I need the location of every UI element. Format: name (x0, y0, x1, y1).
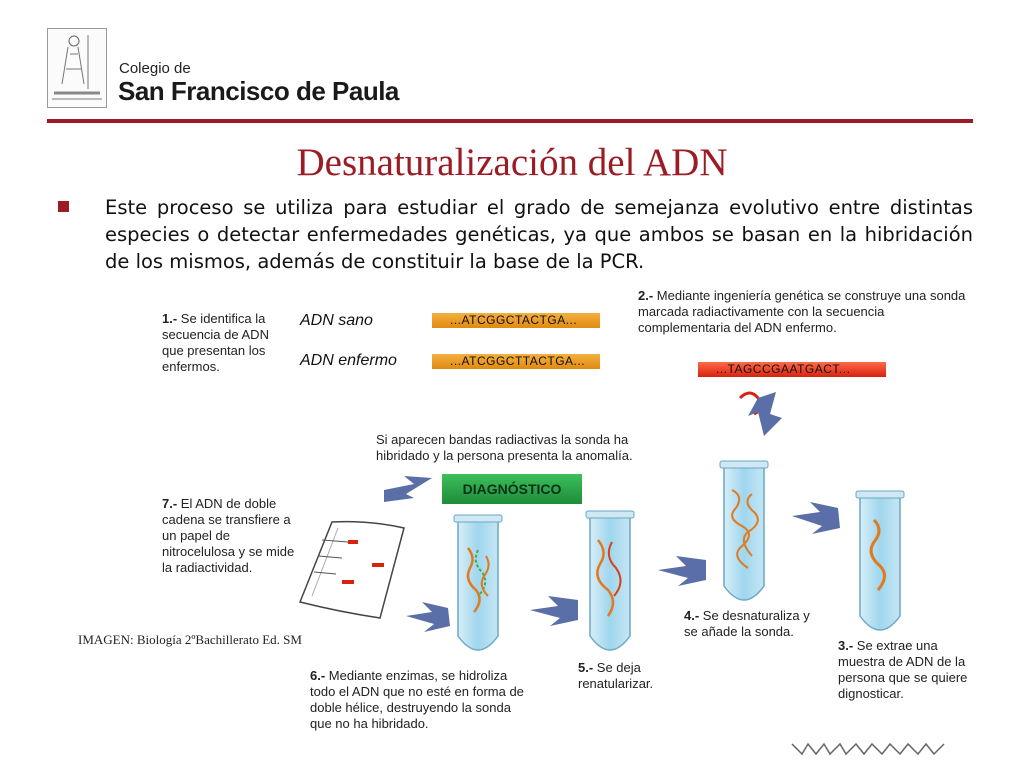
step-number: 7.- (162, 496, 178, 511)
step-text: Se identifica la secuencia de ADN que pr… (162, 311, 269, 374)
probe-sequence: ...TAGCCGAATGACT... (698, 362, 886, 377)
saint-figure-icon (52, 35, 102, 100)
adn-sano-sequence: ...ATCGGCTACTGA... (432, 313, 600, 328)
arrow-left-icon (792, 502, 840, 534)
school-logo (47, 28, 107, 108)
step-text: Mediante enzimas, se hidroliza todo el A… (310, 668, 524, 731)
step-7-label: 7.- El ADN de doble cadena se transfiere… (162, 496, 302, 576)
arrow-down-icon (748, 392, 782, 436)
test-tube-4 (719, 460, 769, 601)
step-number: 6.- (310, 668, 326, 683)
step-number: 5.- (578, 660, 594, 675)
adn-enfermo-label: ADN enfermo (300, 352, 397, 369)
step-3-label: 3.- Se extrae una muestra de ADN de la p… (838, 638, 970, 702)
step-number: 2.- (638, 288, 654, 303)
adn-enfermo-sequence: ...ATCGGCTTACTGA... (432, 354, 600, 369)
step-2-label: 2.- Mediante ingeniería genética se cons… (638, 288, 968, 336)
diagnostic-box: DIAGNÓSTICO (442, 474, 582, 504)
bullet-text: Este proceso se utiliza para estudiar el… (105, 196, 973, 273)
arrow-right-icon (384, 476, 432, 502)
step-text: Se deja renatularizar. (578, 660, 654, 691)
test-tube-5 (585, 510, 635, 651)
step-text: Se extrae una muestra de ADN de la perso… (838, 638, 968, 701)
decorative-scribble (791, 742, 945, 756)
image-credit: IMAGEN: Biología 2ºBachillerato Ed. SM (78, 632, 302, 647)
slide-title: Desnaturalización del ADN (296, 141, 728, 184)
arrow-left-icon (406, 602, 450, 632)
step-number: 1.- (162, 311, 178, 326)
step-6-label: 6.- Mediante enzimas, se hidroliza todo … (310, 668, 536, 732)
header-divider (47, 119, 973, 123)
step-text: El ADN de doble cadena se transfiere a u… (162, 496, 295, 575)
step-text: Mediante ingeniería genética se construy… (638, 288, 966, 335)
test-tube-3 (855, 490, 905, 631)
test-tube-6 (453, 514, 503, 651)
step-number: 3.- (838, 638, 854, 653)
bullet-square-icon (58, 201, 69, 212)
step-number: 4.- (684, 608, 700, 623)
radiactive-note: Si aparecen bandas radiactivas la sonda … (376, 432, 633, 463)
arrow-left-icon (658, 556, 706, 586)
adn-sano-label: ADN sano (300, 312, 373, 329)
logo-line2: San Francisco de Paula (118, 76, 399, 106)
logo-line1: Colegio de (119, 60, 191, 77)
step-1-label: 1.- Se identifica la secuencia de ADN qu… (162, 311, 290, 375)
nitrocellulose-paper (298, 520, 405, 619)
arrow-left-icon (530, 596, 578, 626)
step-5-label: 5.- Se deja renatularizar. (578, 660, 674, 692)
step-text: Se desnaturaliza y se añade la sonda. (684, 608, 810, 639)
step-4-label: 4.- Se desnaturaliza y se añade la sonda… (684, 608, 824, 640)
